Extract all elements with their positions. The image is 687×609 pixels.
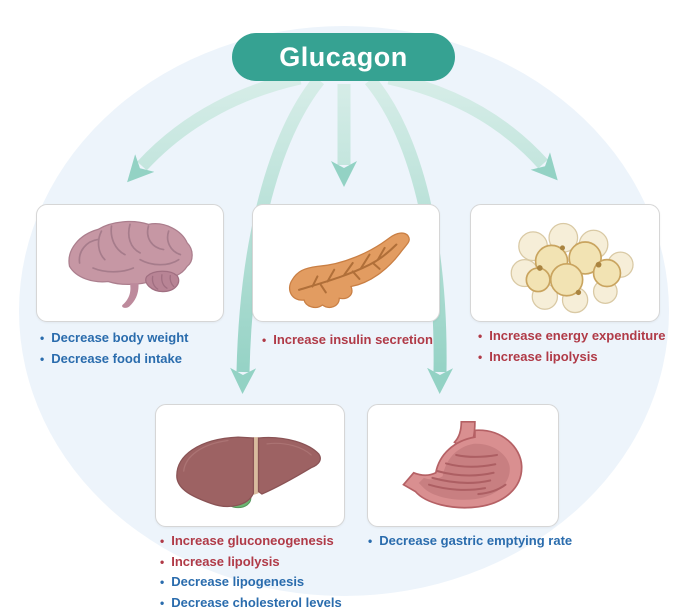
stomach-icon [402,420,523,508]
stomach-effects-list: • Decrease gastric emptying rate [368,531,572,552]
bullet-icon: • [478,349,483,364]
bullet-icon: • [368,534,373,548]
effect-item: • Increase lipolysis [160,552,342,573]
liver-effects-list: • Increase gluconeogenesis • Increase li… [160,531,342,609]
effect-item: • Decrease gastric emptying rate [368,531,572,552]
liver-icon [176,435,321,508]
arrow-to-brain [127,71,302,183]
arrow-to-liver [230,75,325,394]
bullet-icon: • [478,329,483,343]
effect-label: Increase insulin secretion [273,332,433,347]
arrow-to-stomach [364,75,454,394]
liver-card [155,404,345,527]
effect-label: Decrease body weight [51,330,189,345]
brain-icon [68,220,193,308]
bullet-icon: • [160,575,165,589]
adipose-effects-list: • Increase energy expenditure • Increase… [478,326,666,367]
title-pill: Glucagon [232,33,455,81]
effect-item: • Increase lipolysis [478,347,666,368]
page-title: Glucagon [279,41,408,72]
stomach-card [367,404,559,527]
pancreas-effects-list: • Increase insulin secretion [262,330,433,351]
bullet-icon: • [160,595,165,609]
effect-item: • Decrease lipogenesis [160,572,342,593]
effect-label: Decrease food intake [51,350,182,366]
effect-label: Decrease gastric emptying rate [379,533,573,548]
effect-label: Increase gluconeogenesis [171,533,334,548]
effect-item: • Decrease cholesterol levels [160,593,342,609]
effect-label: Decrease cholesterol levels [171,594,342,609]
effect-item: • Increase energy expenditure [478,326,666,347]
adipose-card [470,204,660,322]
effect-label: Decrease lipogenesis [171,574,305,589]
effect-item: • Increase insulin secretion [262,330,433,351]
pancreas-card [252,204,440,322]
brain-card [36,204,224,322]
pancreas-icon [288,232,410,309]
brain-effects-list: • Decrease body weight • Decrease food i… [40,328,188,369]
bullet-icon: • [40,351,45,366]
bullet-icon: • [40,331,45,345]
effect-label: Increase energy expenditure [489,328,666,343]
effect-item: • Decrease food intake [40,349,188,370]
effect-item: • Increase gluconeogenesis [160,531,342,552]
effect-label: Increase lipolysis [489,348,598,364]
bullet-icon: • [160,554,165,569]
effect-label: Increase lipolysis [171,553,280,569]
effect-item: • Decrease body weight [40,328,188,349]
adipose-tissue-icon [510,222,634,314]
arrow-to-adipose [387,71,558,181]
bullet-icon: • [160,534,165,548]
bullet-icon: • [262,333,267,347]
